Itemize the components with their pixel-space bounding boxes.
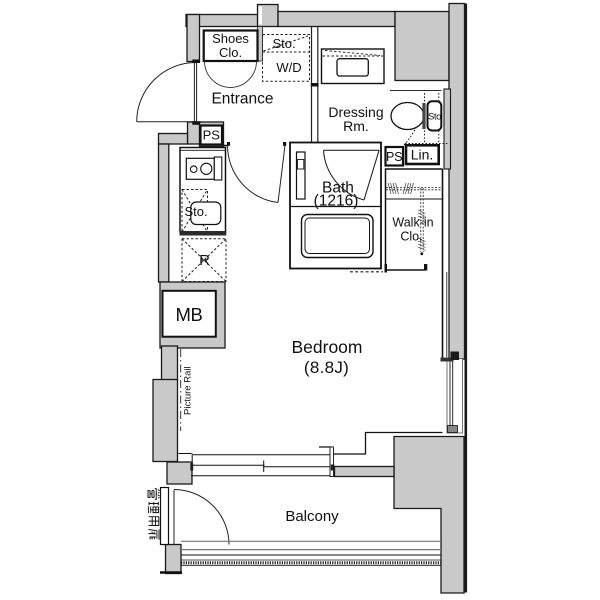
svg-text:Clo.: Clo. [400,230,422,244]
svg-text:Sto.: Sto. [184,204,207,219]
svg-text:Sto: Sto [428,112,441,123]
svg-text:Lin.: Lin. [411,147,434,163]
svg-text:W/D: W/D [276,60,301,75]
svg-text:Walk-in: Walk-in [392,216,433,230]
svg-text:Rm.: Rm. [343,118,369,134]
svg-text:(8.8J): (8.8J) [304,358,349,377]
svg-text:Bath: Bath [322,180,354,197]
svg-text:R: R [199,252,210,269]
svg-text:MB: MB [176,304,203,325]
svg-text:PS: PS [386,150,403,164]
svg-text:Entrance: Entrance [211,91,273,108]
svg-text:Picture Rail: Picture Rail [183,366,194,415]
svg-text:(1216): (1216) [314,193,359,210]
svg-text:Sto.: Sto. [272,36,295,51]
svg-text:Bedroom: Bedroom [291,337,362,357]
svg-text:PS: PS [203,128,221,143]
svg-text:Dressing: Dressing [328,104,383,120]
svg-text:Shoes: Shoes [212,31,249,46]
svg-text:Balcony: Balcony [285,508,339,525]
svg-text:Clo.: Clo. [219,45,242,60]
